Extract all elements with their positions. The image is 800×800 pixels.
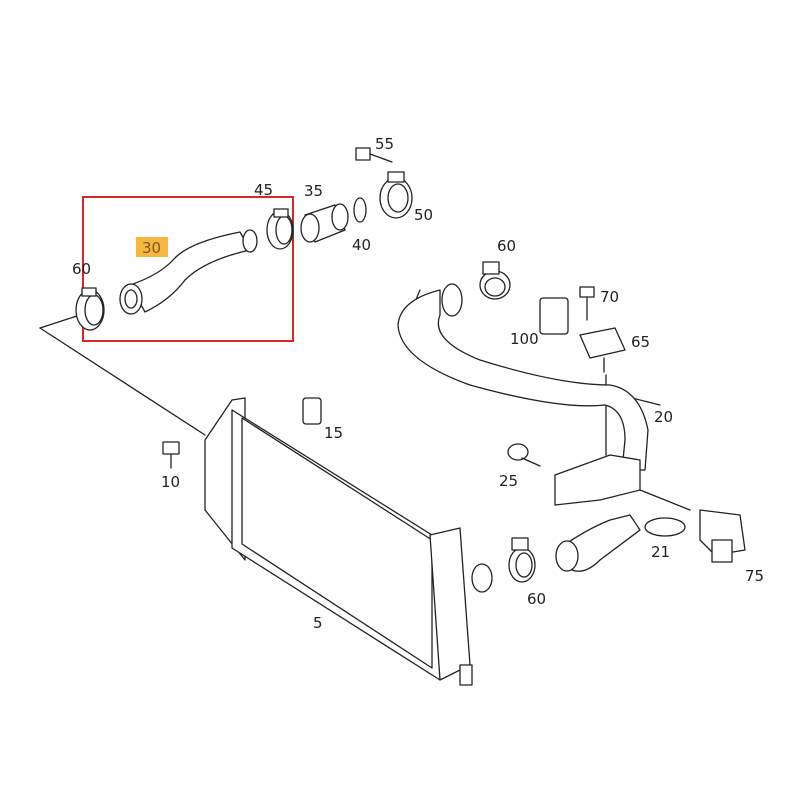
label-60-bottom: 60 xyxy=(527,590,546,608)
bolt-part-55[interactable] xyxy=(355,147,393,163)
label-25: 25 xyxy=(499,472,518,490)
clamp-part-60-left[interactable] xyxy=(75,287,105,331)
label-20: 20 xyxy=(654,408,673,426)
label-30-highlighted[interactable]: 30 xyxy=(142,239,161,257)
label-60-top: 60 xyxy=(497,237,516,255)
part-labels: 55 35 45 50 40 60 60 70 100 65 15 20 10 … xyxy=(72,135,764,632)
bolt-part-10[interactable] xyxy=(162,441,180,469)
label-100: 100 xyxy=(510,330,539,348)
label-40: 40 xyxy=(352,236,371,254)
label-21: 21 xyxy=(651,543,670,561)
label-75: 75 xyxy=(745,567,764,585)
clamp-part-50[interactable] xyxy=(379,171,413,219)
bolt-part-70[interactable] xyxy=(579,286,595,321)
label-65: 65 xyxy=(631,333,650,351)
label-10: 10 xyxy=(161,473,180,491)
label-35: 35 xyxy=(304,182,323,200)
sensor-part-75[interactable] xyxy=(699,509,746,563)
sensor-part-65[interactable] xyxy=(579,327,626,373)
clamp-part-60-top[interactable] xyxy=(479,261,511,300)
hose-part-20[interactable] xyxy=(397,283,649,572)
label-45: 45 xyxy=(254,181,273,199)
clamp-part-60-bottom[interactable] xyxy=(508,537,536,583)
connector-part-35[interactable] xyxy=(300,203,349,243)
label-5: 5 xyxy=(313,614,323,632)
highlight-badge xyxy=(136,237,168,257)
bolt-part-25[interactable] xyxy=(507,443,541,467)
label-50: 50 xyxy=(414,206,433,224)
label-15: 15 xyxy=(324,424,343,442)
label-55: 55 xyxy=(375,135,394,153)
label-60-left: 60 xyxy=(72,260,91,278)
selection-frame[interactable] xyxy=(82,196,294,342)
bracket-part-15[interactable] xyxy=(302,397,322,425)
o-ring-part-21[interactable] xyxy=(644,517,686,537)
hose-part-30[interactable] xyxy=(119,229,258,315)
intercooler-part-5[interactable] xyxy=(204,397,493,686)
label-70: 70 xyxy=(600,288,619,306)
o-ring-part-40[interactable] xyxy=(353,197,367,223)
clamp-part-45[interactable] xyxy=(266,208,294,250)
sensor-part-100[interactable] xyxy=(539,297,569,335)
